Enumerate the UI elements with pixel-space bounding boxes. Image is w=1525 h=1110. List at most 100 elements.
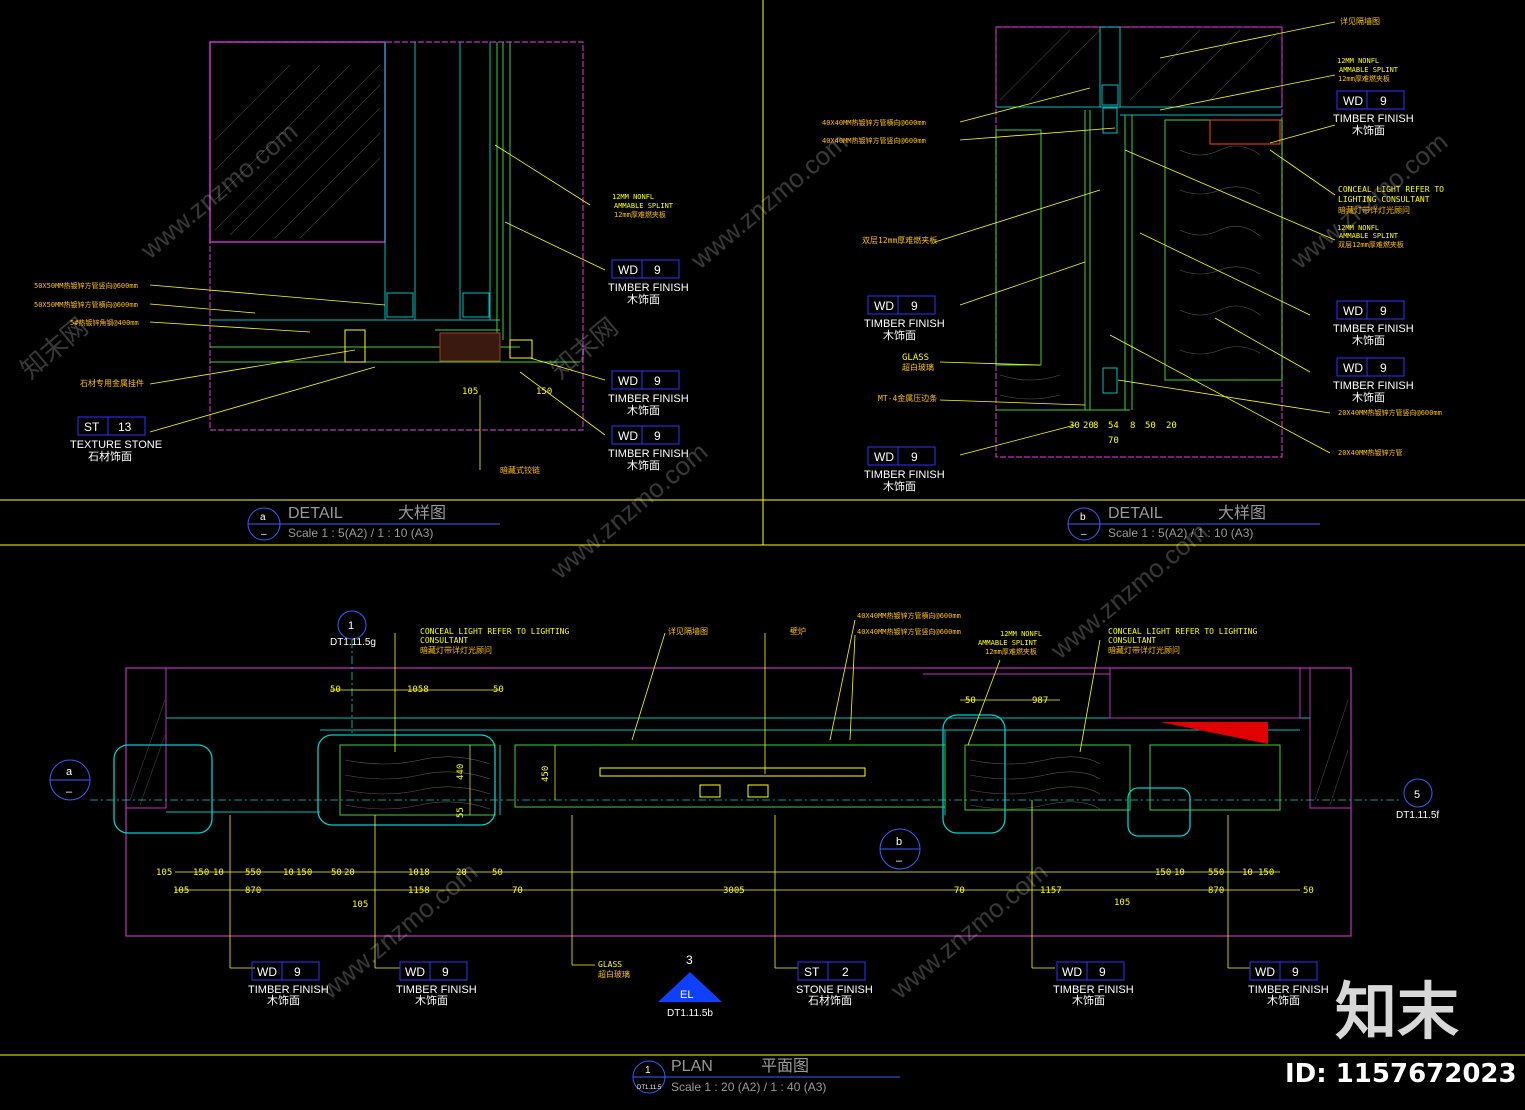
- dimension: 8: [1093, 421, 1098, 431]
- dimension: 3005: [723, 886, 745, 896]
- note: 12mm厚难燃夹板: [1338, 74, 1390, 83]
- svg-text:9: 9: [654, 374, 661, 388]
- dimension: 20: [456, 868, 467, 878]
- detail-a-drawing: [209, 41, 584, 431]
- dimension: 150: [296, 868, 312, 878]
- svg-text:知末网: 知末网: [15, 311, 94, 384]
- svg-text:TIMBER FINISH: TIMBER FINISH: [608, 393, 689, 405]
- plan-title-block: 1 DT1.11.5 PLAN 平面图 Scale 1 : 20 (A2) / …: [632, 1058, 900, 1094]
- dimension: 550: [1208, 868, 1224, 878]
- title: DETAIL: [288, 505, 343, 522]
- note: 20X40MM热镀锌方管竖向@600mm: [1338, 408, 1442, 417]
- note: AMMABLE SPLINT: [978, 639, 1038, 647]
- dimension: 10: [1174, 868, 1185, 878]
- note: 40X40MM热镀锌方管竖向@600mm: [857, 627, 961, 636]
- svg-text:石材饰面: 石材饰面: [88, 449, 132, 463]
- dimension: 105: [352, 900, 368, 910]
- detail-marker-a: a –: [49, 759, 91, 801]
- dimension: 150: [1155, 868, 1171, 878]
- note: 暗藏式铰链: [500, 465, 540, 475]
- svg-text:TIMBER FINISH: TIMBER FINISH: [864, 469, 945, 481]
- svg-text:木饰面: 木饰面: [267, 993, 300, 1007]
- note: AMMABLE SPLINT: [1339, 66, 1399, 74]
- note: 12MM NONFL: [1000, 630, 1042, 638]
- dimension: 50: [331, 868, 342, 878]
- dimension: 20: [344, 868, 355, 878]
- svg-text:www.znzmo.com: www.znzmo.com: [884, 856, 1053, 1005]
- dimension: 870: [1208, 886, 1224, 896]
- note: GLASS: [902, 353, 929, 363]
- svg-text:TIMBER FINISH: TIMBER FINISH: [1333, 380, 1414, 392]
- note: CONCEAL LIGHT REFER TO LIGHTING: [420, 627, 569, 636]
- svg-text:WD: WD: [1062, 965, 1082, 979]
- svg-text:TIMBER FINISH: TIMBER FINISH: [608, 448, 689, 460]
- svg-text:2: 2: [842, 965, 849, 979]
- dimension: 105: [462, 387, 478, 397]
- detail-marker-b: b –: [879, 828, 921, 870]
- note: MT-4金属压边条: [878, 393, 937, 403]
- note: CONCEAL LIGHT REFER TO LIGHTING: [1108, 627, 1257, 636]
- svg-text:木饰面: 木饰面: [415, 993, 448, 1007]
- detail-b-title-block: b – DETAIL 大样图 Scale 1 : 5(A2) / 1 : 10 …: [1067, 504, 1320, 541]
- svg-text:www.znzmo.com: www.znzmo.com: [314, 856, 483, 1005]
- note: 双层12mm厚难燃夹板: [1338, 240, 1404, 249]
- svg-text:a: a: [66, 766, 73, 778]
- dimension: 50: [492, 868, 503, 878]
- dimension: 50: [1145, 421, 1156, 431]
- dimension: 70: [512, 886, 523, 896]
- section-marker-1: 1 DT1.11.5g: [330, 610, 376, 648]
- svg-text:WD: WD: [1343, 361, 1363, 375]
- note: 20X40MM热镀锌方管: [1338, 448, 1403, 457]
- svg-text:9: 9: [1380, 304, 1387, 318]
- svg-text:DT1.11.5f: DT1.11.5f: [1396, 810, 1439, 821]
- svg-text:木饰面: 木饰面: [1352, 333, 1385, 347]
- svg-text:TIMBER FINISH: TIMBER FINISH: [864, 318, 945, 330]
- callout-ref: DT1.11.5: [637, 1085, 662, 1091]
- svg-text:木饰面: 木饰面: [883, 328, 916, 342]
- svg-text:5: 5: [1414, 789, 1420, 801]
- note: 暗藏灯带详灯光顾问: [1108, 645, 1180, 655]
- svg-text:木饰面: 木饰面: [627, 403, 660, 417]
- sheet-frame: [0, 0, 1525, 1056]
- detail-b-drawing: [995, 26, 1283, 458]
- svg-text:13: 13: [118, 420, 132, 434]
- callout-id: a: [260, 512, 266, 523]
- dimension: 440: [456, 764, 466, 780]
- dimension: 50: [1303, 886, 1314, 896]
- svg-text:DT1.11.5b: DT1.11.5b: [667, 1008, 713, 1019]
- svg-text:WD: WD: [618, 263, 638, 277]
- note: AMMABLE SPLINT: [614, 202, 674, 210]
- callout-id: b: [1080, 512, 1086, 523]
- dimension: 54: [1108, 421, 1119, 431]
- svg-text:TIMBER FINISH: TIMBER FINISH: [1333, 113, 1414, 125]
- svg-text:WD: WD: [618, 374, 638, 388]
- svg-text:TIMBER FINISH: TIMBER FINISH: [608, 282, 689, 294]
- svg-text:WD: WD: [257, 965, 277, 979]
- note: 50X50MM热镀锌方管横向@600mm: [34, 300, 138, 309]
- svg-text:ST: ST: [84, 420, 100, 434]
- plan-leaders: [229, 619, 1250, 969]
- dimension: 105: [156, 868, 172, 878]
- watermark-brand: 知末: [1335, 975, 1459, 1048]
- scale: Scale 1 : 20 (A2) / 1 : 40 (A3): [671, 1080, 826, 1094]
- svg-text:TEXTURE STONE: TEXTURE STONE: [70, 439, 162, 451]
- svg-text:WD: WD: [1255, 965, 1275, 979]
- svg-text:木饰面: 木饰面: [1267, 993, 1300, 1007]
- note: 双层12mm厚难燃夹板: [862, 235, 937, 245]
- note: GLASS: [598, 960, 622, 969]
- svg-text:–: –: [896, 855, 903, 867]
- dimension: 8: [1130, 421, 1135, 431]
- note: 暗藏灯带详灯光顾问: [420, 645, 492, 655]
- svg-text:9: 9: [442, 965, 449, 979]
- dimension: 70: [954, 886, 965, 896]
- dimension: 50: [330, 685, 341, 695]
- note: 详见隔墙图: [1340, 16, 1380, 26]
